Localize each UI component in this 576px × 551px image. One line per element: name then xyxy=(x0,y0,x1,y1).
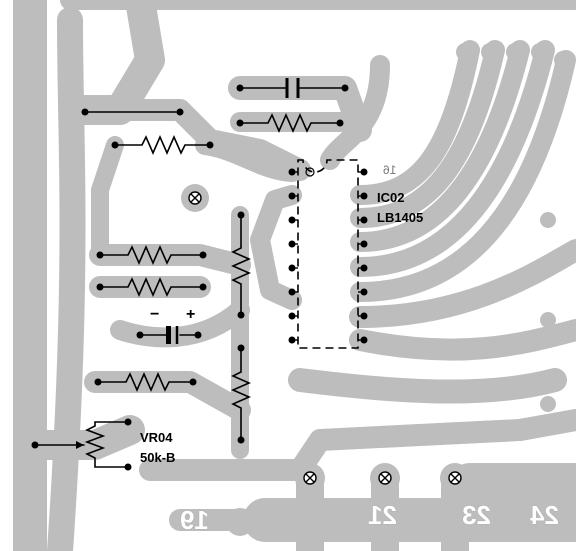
resistor-4 xyxy=(96,277,207,297)
ic-pin-right xyxy=(360,168,368,176)
mounting-hole-icon xyxy=(448,471,462,485)
resistor-vertical-2 xyxy=(231,344,251,444)
ic-pin-right xyxy=(360,288,368,296)
jumper-wire xyxy=(81,108,184,116)
ic-pin-left xyxy=(288,240,296,248)
mounting-hole-icon xyxy=(303,471,317,485)
ic-pin-right xyxy=(360,336,368,344)
ic-pin-left xyxy=(288,336,296,344)
ic-pin-right xyxy=(360,240,368,248)
electrolytic-capacitor xyxy=(136,326,202,344)
ic-chip-outline xyxy=(297,159,359,349)
capacitor-negative-sign: − xyxy=(150,306,160,323)
ic-pin-left xyxy=(288,264,296,272)
ic-pin-left xyxy=(288,192,296,200)
resistor-2 xyxy=(111,135,214,155)
ic-pin-left xyxy=(288,168,296,176)
capacitor-top xyxy=(236,78,349,98)
potentiometer-designator: VR04 xyxy=(140,430,173,445)
resistor-1 xyxy=(236,113,344,133)
mounting-hole-icon xyxy=(378,471,392,485)
ic-pin-right xyxy=(360,312,368,320)
edge-label-19: 19 xyxy=(180,505,209,535)
resistor-5 xyxy=(94,372,197,392)
resistor-3 xyxy=(96,245,207,265)
ic-pin-right xyxy=(360,192,368,200)
ic-pin-left xyxy=(288,312,296,320)
ic-pin-right xyxy=(360,264,368,272)
ic-part-number: LB1405 xyxy=(377,210,424,225)
potentiometer-value: 50k-B xyxy=(140,450,176,465)
ic-pin16-marking: 16 xyxy=(383,163,397,177)
capacitor-positive-sign: + xyxy=(186,306,196,323)
ic-pin-right xyxy=(360,216,368,224)
ic-pin-left xyxy=(288,288,296,296)
edge-label-23: 23 xyxy=(462,500,491,530)
resistor-vertical-1 xyxy=(231,211,251,319)
edge-label-24: 24 xyxy=(530,500,559,530)
potentiometer xyxy=(31,418,132,471)
edge-label-21: 21 xyxy=(368,500,397,530)
ic-pins xyxy=(288,168,368,344)
ic-designator: IC02 xyxy=(377,190,405,205)
ic-pin-left xyxy=(288,216,296,224)
mounting-hole-icon xyxy=(188,191,202,205)
mounting-holes xyxy=(188,191,462,485)
